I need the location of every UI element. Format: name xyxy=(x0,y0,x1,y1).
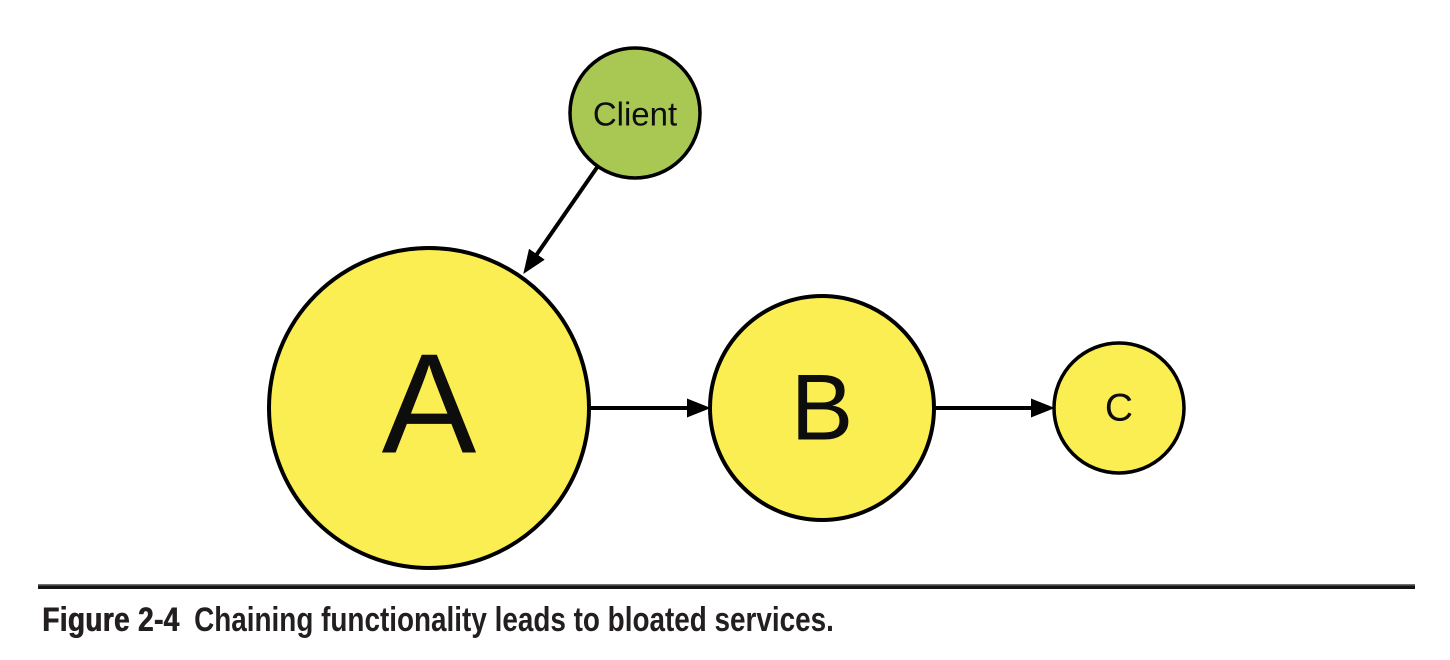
client-node-label: Client xyxy=(593,96,677,133)
figure-number: Figure 2-4 xyxy=(42,601,180,639)
figure-caption-text: Chaining functionality leads to bloated … xyxy=(194,601,834,639)
service-a-node-circle xyxy=(267,246,591,570)
figure-caption: Figure 2-4 Chaining functionality leads t… xyxy=(42,599,834,641)
service-b-node-label: B xyxy=(791,355,854,460)
service-c-node-label: C xyxy=(1105,387,1133,430)
arrow-client-to-a xyxy=(523,164,600,274)
node-service-c: C xyxy=(1052,341,1186,475)
node-client: Client xyxy=(568,46,702,180)
node-service-a: A xyxy=(267,246,591,570)
client-node-circle xyxy=(568,46,702,180)
service-b-node-circle xyxy=(708,294,936,522)
service-a-node-label: A xyxy=(382,325,477,484)
caption-divider xyxy=(38,584,1415,589)
node-service-b: B xyxy=(708,294,936,522)
service-c-node-circle xyxy=(1052,341,1186,475)
